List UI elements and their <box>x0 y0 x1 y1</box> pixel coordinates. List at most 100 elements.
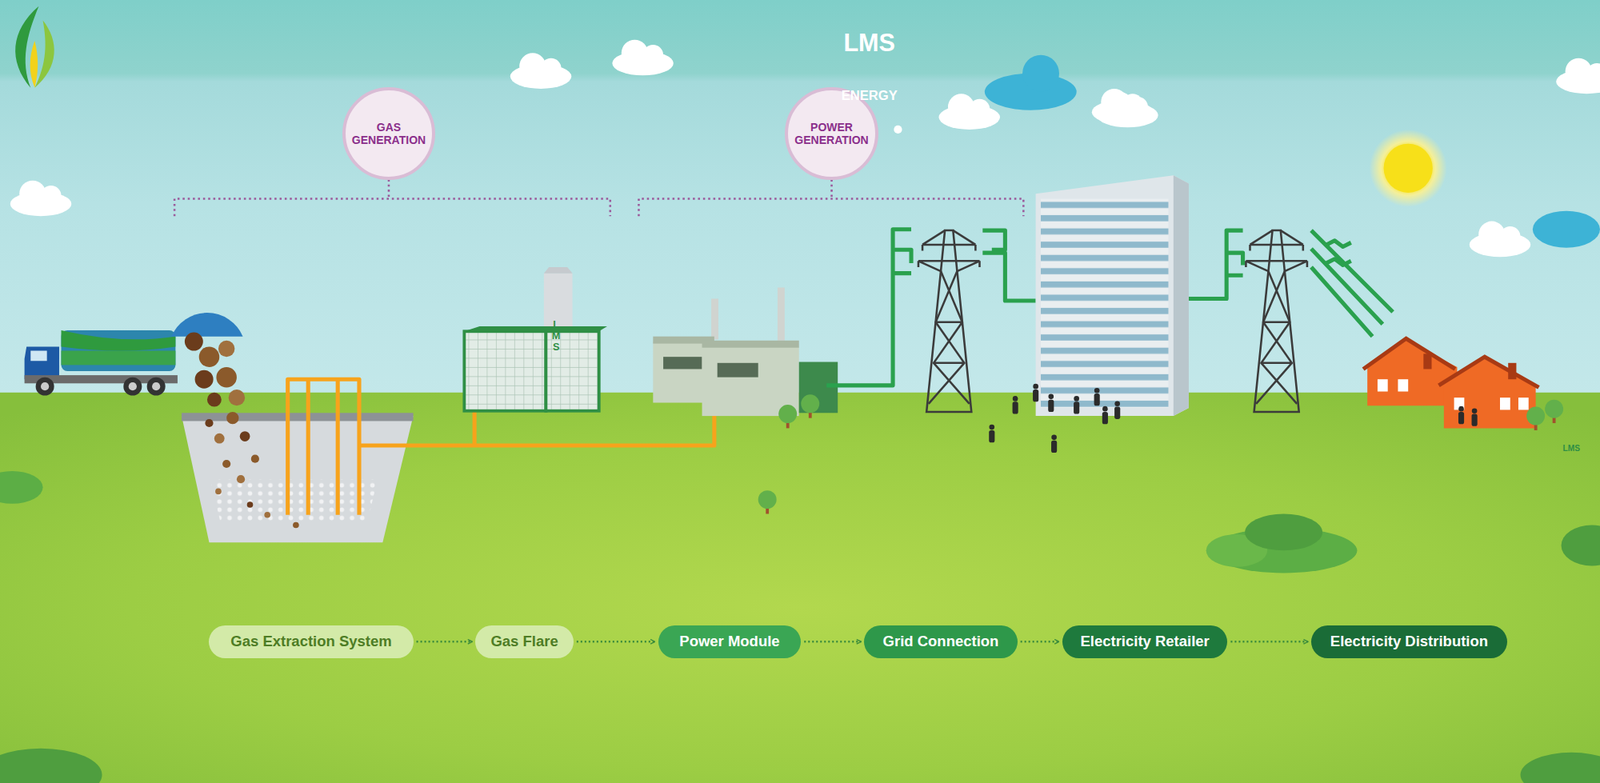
pylons-part <box>1245 230 1308 412</box>
office-building-part <box>1036 175 1189 416</box>
gas-pipes-part <box>288 379 360 516</box>
grass-ground-part <box>0 471 44 504</box>
logo-subtext: ENERGY <box>69 89 1600 104</box>
waste-ball <box>264 512 271 519</box>
bracket-part <box>638 179 1024 216</box>
houses-part <box>1444 359 1536 429</box>
flow-arrow <box>804 640 861 644</box>
truck-part <box>147 377 166 396</box>
waste-ball <box>218 340 235 357</box>
person-part <box>1102 406 1108 412</box>
tree <box>778 404 797 428</box>
sun-part <box>1369 129 1448 208</box>
waste-ball <box>215 488 222 496</box>
person <box>1051 435 1057 453</box>
tree <box>1544 400 1564 424</box>
node-text: GAS GENERATION <box>352 120 426 147</box>
power-lines-part <box>1311 230 1393 337</box>
person-part <box>1051 440 1057 453</box>
waste-ball <box>184 332 204 352</box>
waste-ball <box>226 412 239 424</box>
clouds-part <box>893 125 902 134</box>
landfill-pit-part <box>181 412 414 421</box>
flow-arrow <box>576 640 656 644</box>
gas-plant-part <box>544 267 573 274</box>
person-part <box>988 424 995 431</box>
tree <box>1526 407 1545 431</box>
process-pill: Gas Flare <box>475 625 573 659</box>
process-pill: Grid Connection <box>864 625 1017 659</box>
flow-arrow <box>1230 640 1308 644</box>
houses-part <box>1500 397 1511 410</box>
bracket <box>174 179 1024 216</box>
waste-ball <box>240 431 251 442</box>
landfill-pit <box>181 412 414 543</box>
flow-arrow <box>416 640 473 644</box>
tree <box>800 394 820 418</box>
person-part <box>1472 414 1478 427</box>
person-part <box>1073 396 1080 402</box>
node-text: Gas Extraction System <box>230 632 392 651</box>
houses-part <box>1367 340 1457 407</box>
waste-ball <box>199 346 220 367</box>
person-part <box>1458 412 1464 424</box>
person-part <box>1012 396 1019 402</box>
person <box>1102 406 1108 424</box>
houses-part <box>1423 353 1432 369</box>
truck-part <box>152 382 160 391</box>
truck-part <box>61 351 176 366</box>
clouds <box>10 40 1600 258</box>
person-part <box>1073 401 1080 414</box>
node-text: Power Module <box>679 632 780 651</box>
waste-ball <box>222 460 231 468</box>
power-lines-part <box>1326 240 1352 266</box>
person-part <box>1048 400 1054 412</box>
people <box>988 384 1477 453</box>
tree <box>758 490 777 514</box>
person-part <box>1012 401 1019 414</box>
gas-plant-part <box>464 326 608 332</box>
person-part <box>1051 435 1057 441</box>
grass-ground-part <box>1561 524 1600 566</box>
clouds-part <box>1096 92 1159 128</box>
logo-leaf-part <box>34 20 54 88</box>
waste-ball <box>292 522 300 529</box>
houses-part <box>1518 397 1529 410</box>
truck-part <box>128 382 137 391</box>
stage-circle: GAS GENERATION <box>342 87 436 180</box>
power-lines-part <box>982 230 1036 301</box>
truck-part <box>61 330 176 372</box>
office-building-part <box>1040 199 1168 408</box>
clouds-part <box>1556 58 1600 95</box>
waste-ball <box>214 433 225 444</box>
node-text: POWER GENERATION <box>794 120 868 147</box>
truck-part <box>40 382 49 391</box>
houses-part <box>1438 356 1539 388</box>
person <box>1114 400 1120 419</box>
grass-ground-part <box>0 748 103 783</box>
person <box>988 424 995 443</box>
sky-background-part <box>0 0 1600 408</box>
person <box>1073 396 1080 414</box>
person <box>1094 388 1100 406</box>
person <box>1472 408 1478 426</box>
waste-ball <box>247 501 254 508</box>
clouds-part <box>1469 221 1532 258</box>
node-text: Electricity Retailer <box>1080 632 1209 651</box>
houses-part <box>1377 379 1388 392</box>
person <box>1458 406 1464 424</box>
bracket-part <box>174 179 611 216</box>
person-part <box>1032 389 1039 402</box>
person-part <box>1094 393 1100 406</box>
clouds-part <box>10 180 72 217</box>
houses <box>1363 338 1539 428</box>
truck-part <box>24 346 60 380</box>
power-station-part <box>717 363 759 378</box>
person-part <box>1458 406 1464 412</box>
logo-leaf-part <box>15 6 39 88</box>
sun <box>1369 129 1448 208</box>
grass-ground-part <box>1520 752 1600 783</box>
person-part <box>1114 400 1120 407</box>
power-station-part <box>711 298 719 340</box>
